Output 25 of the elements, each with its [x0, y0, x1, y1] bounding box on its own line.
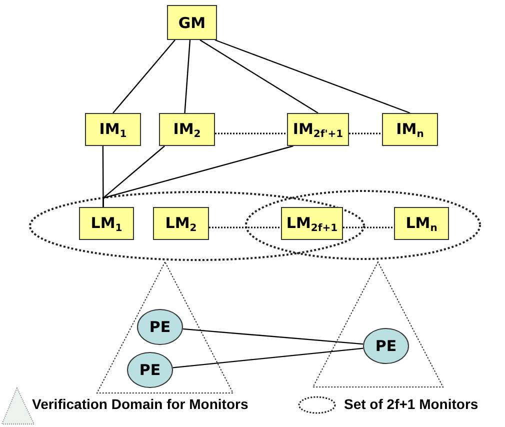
- monitor-box: LM$_{1}$: [79, 207, 134, 240]
- monitor-box: IM$_{n}$: [382, 113, 438, 146]
- monitor-box: IM$_{2f'+1}$: [287, 113, 349, 146]
- connector-line: [182, 328, 364, 345]
- connector-line: [214, 39, 410, 114]
- monitor-box: GM: [167, 5, 217, 40]
- dotted-line: [349, 132, 382, 134]
- processing-element-ellipse: PE: [127, 352, 173, 388]
- monitor-box: LM$_{n}$: [394, 207, 449, 240]
- monitor-box: LM$_{2}$: [153, 207, 209, 240]
- legend-text: Set of 2f+1 Monitors: [344, 396, 478, 412]
- dotted-line: [209, 226, 281, 228]
- processing-element-ellipse: PE: [137, 309, 183, 345]
- connector-line: [172, 348, 364, 368]
- connector-line: [200, 39, 318, 114]
- connector-line: [102, 145, 294, 207]
- connector-line: [112, 40, 176, 114]
- dotted-line: [215, 132, 287, 134]
- dotted-line: [343, 226, 394, 228]
- monitor-box: IM$_{1}$: [85, 113, 141, 146]
- monitor-box: LM$_{2f+1}$: [281, 207, 343, 240]
- connector-line: [184, 40, 191, 114]
- monitor-box: IM$_{2}$: [159, 113, 215, 146]
- processing-element-ellipse: PE: [363, 328, 409, 364]
- legend-text: Verification Domain for Monitors: [32, 396, 248, 412]
